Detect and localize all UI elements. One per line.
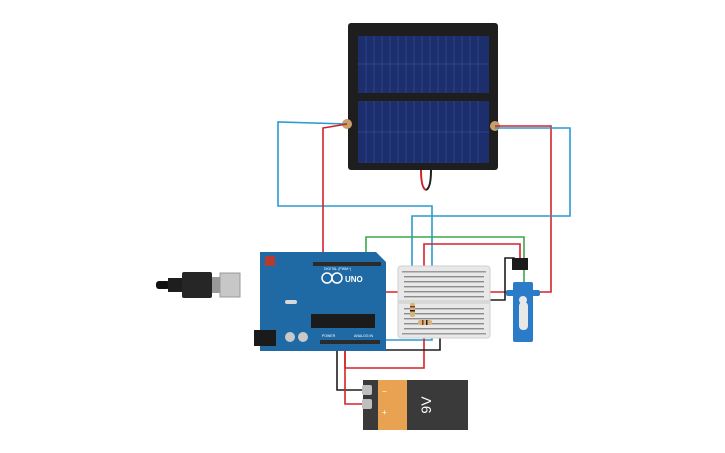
breadboard[interactable] [397, 265, 491, 339]
arduino-uno-board[interactable]: UNO DIGITAL (PWM~) POWER ANALOG IN [156, 252, 386, 351]
atmega-chip [311, 314, 375, 328]
power-analog-header [320, 340, 380, 344]
battery-terminal-plus[interactable] [362, 399, 372, 409]
resistor[interactable] [410, 303, 415, 317]
battery-body [378, 380, 408, 430]
board-brand-text: UNO [345, 275, 363, 284]
resistor[interactable] [418, 320, 432, 325]
battery-label: 9V [418, 396, 434, 414]
servo-connector [512, 258, 528, 270]
usb-port [219, 272, 241, 298]
reset-button[interactable] [265, 256, 275, 266]
breadboard-holes [404, 276, 484, 330]
power-jack [254, 330, 276, 346]
arduino-logo-icon [321, 272, 343, 284]
capacitor [285, 332, 295, 342]
battery-terminal-minus[interactable] [362, 385, 372, 395]
digital-header-label: DIGITAL (PWM~) [324, 267, 351, 271]
digital-header [313, 262, 381, 266]
battery-9v[interactable]: − + 9V [362, 380, 468, 430]
usb-cable [156, 281, 170, 289]
battery-plus-symbol: + [382, 408, 387, 417]
servo-horn[interactable] [519, 302, 528, 330]
battery-minus-symbol: − [382, 387, 387, 396]
analog-header-label: ANALOG IN [354, 334, 374, 338]
power-header-label: POWER [322, 334, 336, 338]
solar-panel[interactable] [342, 23, 500, 191]
servo-motor[interactable] [506, 258, 540, 342]
capacitor [298, 332, 308, 342]
